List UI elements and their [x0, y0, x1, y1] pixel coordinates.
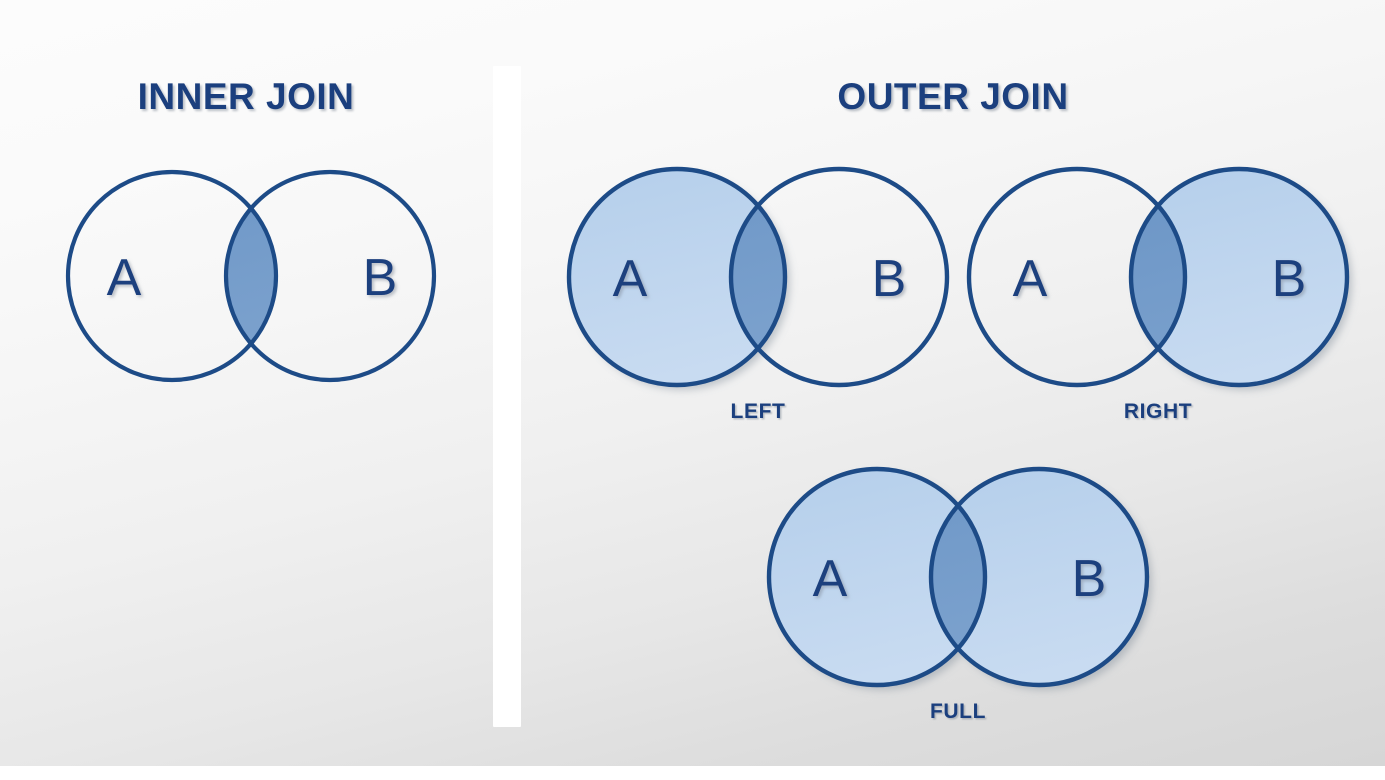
venn-circle-b	[931, 469, 1147, 685]
section-title-inner-join: INNER JOIN	[137, 76, 355, 117]
venn-circle-a	[569, 169, 785, 385]
venn-caption-full: FULL	[929, 700, 987, 723]
venn-letter-a: A	[813, 550, 848, 608]
section-divider	[493, 66, 521, 727]
venn-letter-b: B	[1072, 550, 1107, 608]
venn-svg-full: A B	[766, 466, 1150, 688]
venn-diagram-right: A B RIGHT	[962, 162, 1354, 424]
section-title-outer-join: OUTER JOIN	[837, 76, 1069, 117]
venn-letter-b: B	[872, 250, 907, 308]
venn-letter-a: A	[613, 250, 648, 308]
venn-caption-right: RIGHT	[1123, 400, 1193, 423]
venn-circle-a	[769, 469, 985, 685]
venn-caption-left: LEFT	[730, 400, 786, 423]
venn-letter-b: B	[1272, 250, 1307, 308]
venn-letter-a: A	[1013, 250, 1048, 308]
venn-diagram-full: A B FULL	[762, 462, 1154, 724]
venn-diagram-inner: A B	[62, 162, 440, 390]
venn-letter-a: A	[107, 249, 142, 307]
venn-svg-left: A B	[566, 166, 950, 388]
venn-diagram-left: A B LEFT	[562, 162, 954, 424]
venn-svg-inner: A B	[65, 169, 437, 383]
venn-circle-b	[1131, 169, 1347, 385]
venn-svg-right: A B	[966, 166, 1350, 388]
venn-letter-b: B	[363, 249, 398, 307]
